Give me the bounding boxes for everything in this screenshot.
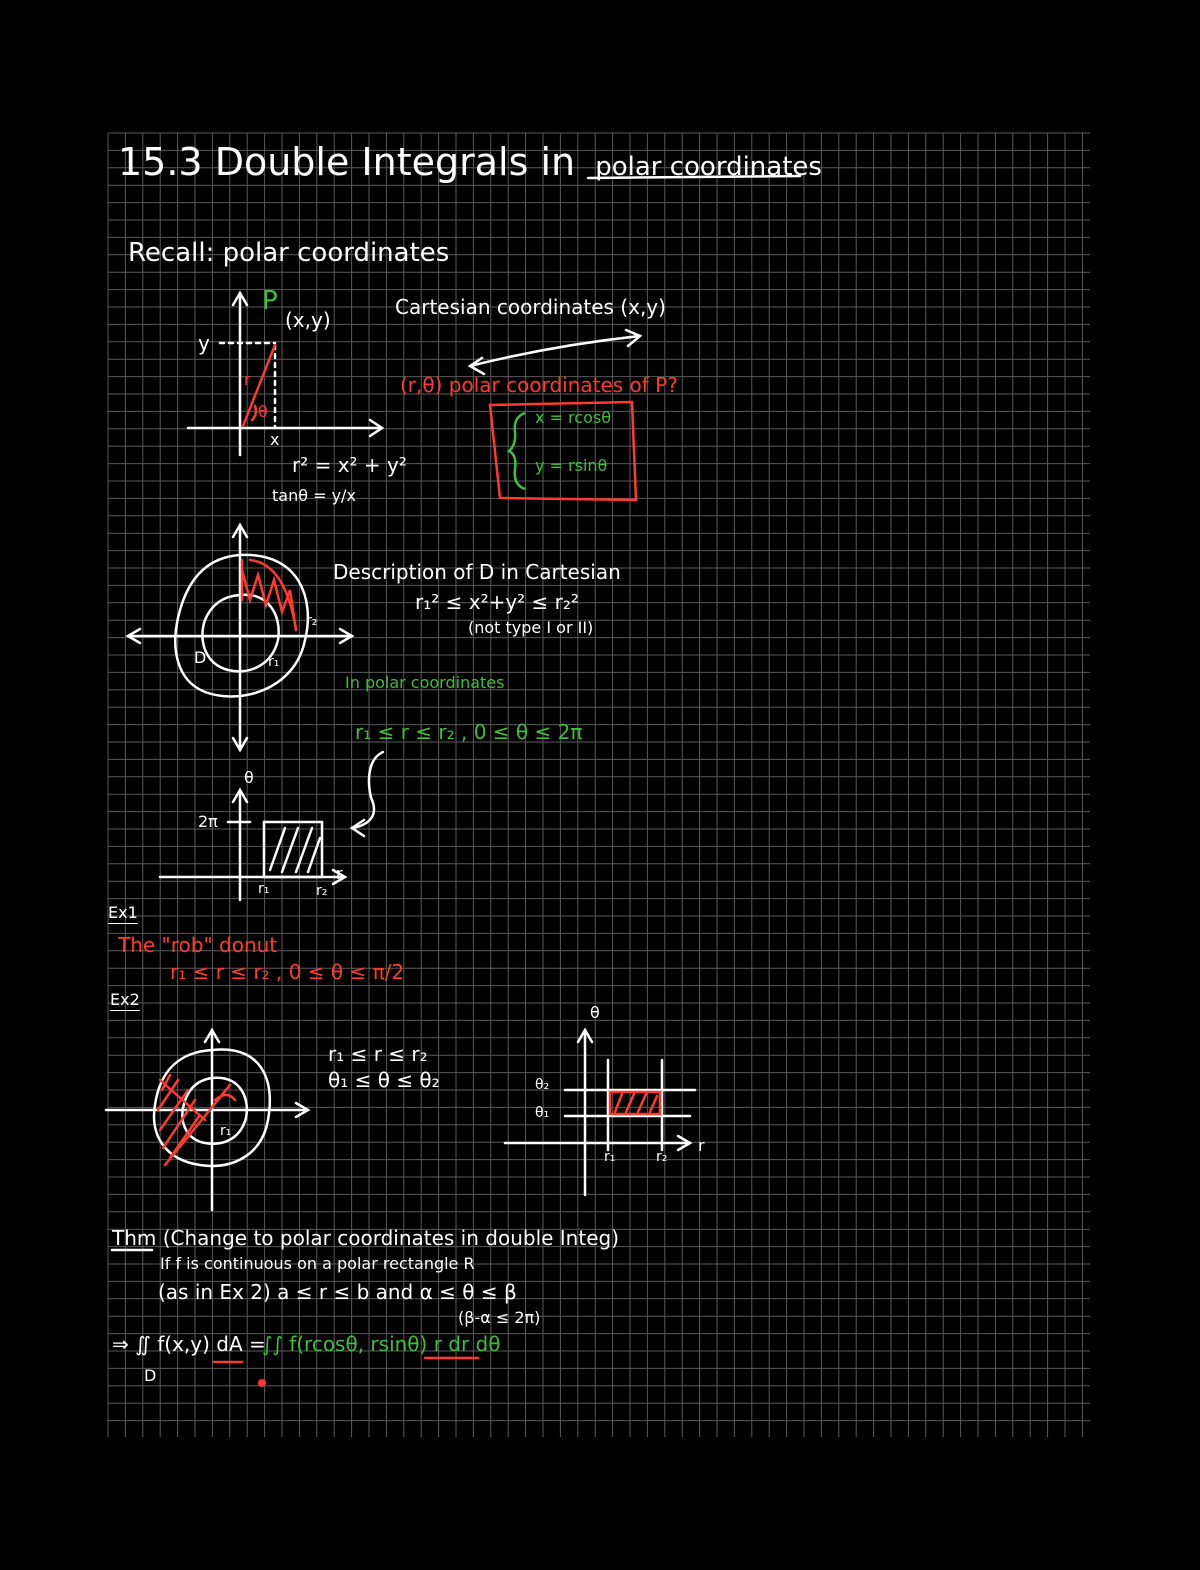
ex1-line1: The "rob" donut [118, 933, 278, 957]
ex2-ineq-r: r₁ ≤ r ≤ r₂ [328, 1042, 428, 1066]
rect-two-pi-label: 2π [198, 812, 218, 831]
ex2-annulus-diagram [104, 1027, 311, 1212]
brace-arrow [349, 750, 385, 838]
description-line3: (not type I or II) [468, 618, 594, 637]
rect-r1-label: r₁ [258, 881, 270, 897]
theorem-line1: If f is continuous on a polar rectangle … [160, 1254, 475, 1273]
description-line2: r₁² ≤ x²+y² ≤ r₂² [415, 590, 579, 614]
page-title: 15.3 Double Integrals in polar coordinat… [118, 143, 822, 181]
polar-coords-label: (r,θ) polar coordinates of P? [400, 373, 678, 397]
annulus-r1-label: r₁ [268, 654, 280, 670]
ex1-label: Ex1 [108, 903, 138, 922]
formula-lhs: ⇒ ∬ f(x,y) dA = [112, 1332, 266, 1356]
tan-theta-eq: tanθ = y/x [272, 486, 356, 505]
conversion-y: y = rsinθ [535, 456, 608, 475]
formula-region-d: D [144, 1366, 157, 1385]
cartesian-label: Cartesian coordinates (x,y) [395, 295, 666, 319]
ex2-annulus-r1: r₁ [220, 1123, 232, 1139]
description-line1: Description of D in Cartesian [333, 560, 621, 584]
in-polar-label: In polar coordinates [345, 673, 505, 692]
point-p-label: P [262, 286, 278, 316]
rect-r-axis-label: r [336, 864, 343, 883]
conversion-x: x = rcosθ [535, 408, 611, 427]
annulus-r2-label: r₂ [306, 613, 318, 629]
point-xy-label: (x,y) [285, 308, 331, 332]
ex2-r1-label: r₁ [604, 1149, 616, 1165]
annulus-diagram [125, 522, 355, 753]
ex2-theta2-label: θ₂ [535, 1077, 550, 1093]
theorem-title: (Change to polar coordinates in double I… [162, 1226, 620, 1250]
r-label: r [244, 370, 251, 389]
y-label: y [198, 331, 210, 355]
theorem-marks [110, 174, 802, 1387]
recall-heading: Recall: polar coordinates [128, 238, 450, 268]
title-main: 15.3 Double Integrals in [118, 140, 576, 184]
theorem-heading: Thm (Change to polar coordinates in doub… [112, 1228, 619, 1248]
graph-paper-grid [107, 132, 1090, 1437]
ex2-rectangle-plot [503, 1027, 697, 1197]
polar-rectangle-plot [158, 787, 348, 902]
ex2-r-axis-label: r [698, 1136, 705, 1155]
ex2-label: Ex2 [110, 990, 140, 1009]
title-tail: polar coordinates [595, 152, 822, 182]
point-p-diagram [186, 290, 385, 457]
double-arrow [467, 328, 643, 376]
rect-theta-label: θ [244, 768, 254, 787]
ex2-theta-axis-label: θ [590, 1003, 600, 1022]
theorem-line2: (as in Ex 2) a ≤ r ≤ b and α ≤ θ ≤ β [158, 1280, 517, 1304]
ex1-line2: r₁ ≤ r ≤ r₂ , 0 ≤ θ ≤ π/2 [170, 960, 405, 984]
ex2-ineq-theta: θ₁ ≤ θ ≤ θ₂ [328, 1068, 440, 1092]
rect-r2-label: r₂ [316, 883, 328, 899]
polar-inequality: r₁ ≤ r ≤ r₂ , 0 ≤ θ ≤ 2π [355, 720, 583, 744]
conversion-box [488, 400, 638, 502]
r-squared-eq: r² = x² + y² [292, 453, 407, 477]
theorem-line3: (β-α ≤ 2π) [458, 1308, 541, 1327]
x-tick-label: x [270, 430, 280, 449]
formula-rhs: ∫∫ f(rcosθ, rsinθ) r dr dθ [262, 1332, 501, 1356]
ex2-theta1-label: θ₁ [535, 1105, 550, 1121]
theta-label: θ [258, 402, 268, 421]
ex2-r2-label: r₂ [656, 1149, 668, 1165]
theorem-label: Thm [112, 1226, 157, 1250]
annulus-d-label: D [194, 648, 207, 667]
